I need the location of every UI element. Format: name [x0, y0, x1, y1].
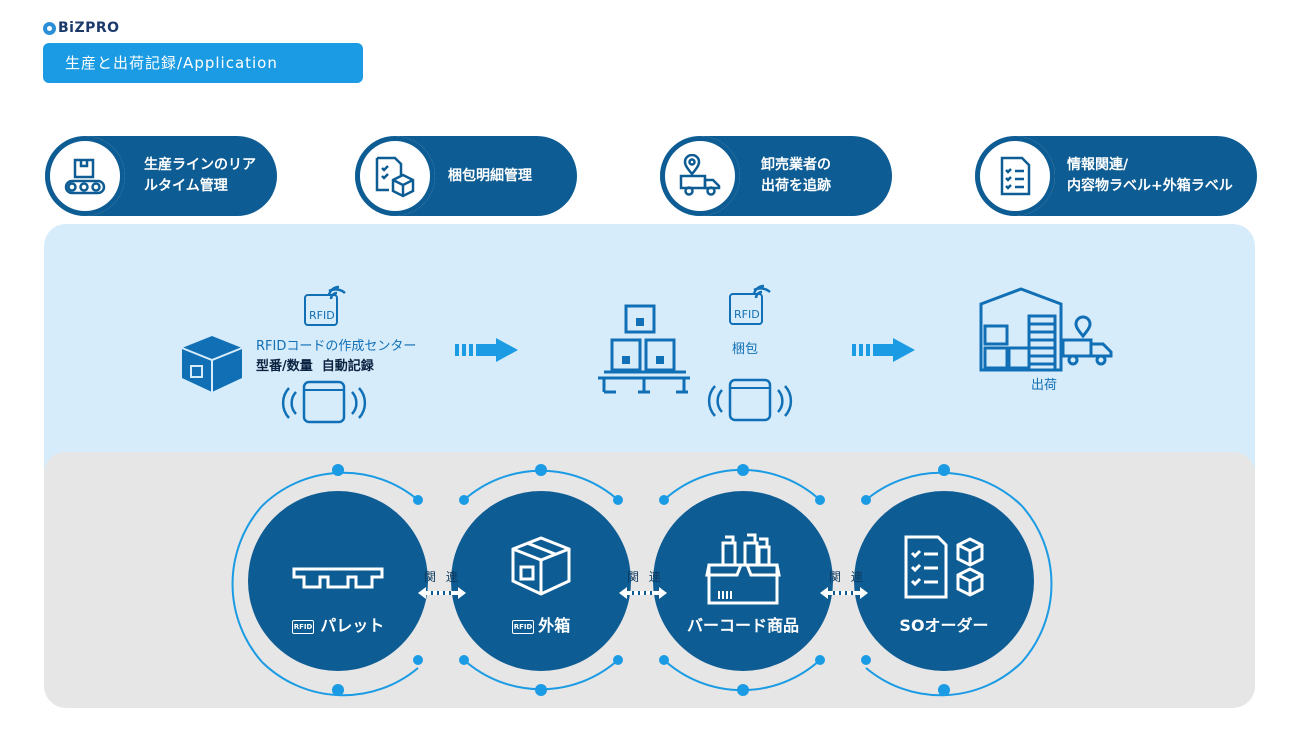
relation-node-so-order: SOオーダー: [854, 491, 1034, 671]
outer-box-icon: [511, 536, 571, 596]
node-label: バーコード商品: [686, 616, 799, 635]
checklist-icon: [1000, 156, 1031, 196]
feature-label-line1: 卸売業者の: [761, 157, 831, 173]
link-label: 関 連: [829, 570, 866, 584]
delivery-truck-icon: [679, 154, 721, 196]
rfid-tag-icon: [729, 284, 771, 325]
relation-node-barcode-goods: バーコード商品: [653, 491, 833, 671]
rfid-small-icon: RFID: [291, 619, 315, 634]
double-arrow-icon: [418, 587, 466, 599]
process-arrow-icon: [455, 338, 518, 362]
link-label: 関 連: [627, 570, 664, 584]
process-arrow-icon: [852, 338, 915, 362]
rfid-reader-icon: [281, 380, 367, 424]
process-step2-title: 梱包: [732, 342, 759, 357]
process-step1-subtitle: 型番/数量 自動記録: [256, 359, 374, 374]
rfid-small-icon: RFID: [511, 619, 535, 634]
logo-mark-icon: [43, 21, 56, 35]
page-title: 生産と出荷記録/Application: [43, 43, 363, 83]
feature-label-line1: 情報関連/: [1067, 157, 1129, 173]
process-step1-title: RFIDコードの作成センター: [256, 339, 417, 354]
pallet-boxes-icon: [598, 304, 690, 394]
order-docs-icon: [904, 535, 984, 599]
link-label: 関 連: [424, 570, 461, 584]
feature-label-line1: 生産ラインのリア: [144, 157, 256, 173]
feature-label-line2: 出荷を追跡: [761, 178, 831, 194]
feature-delivery-tracking: 卸売業者の 出荷を追跡: [660, 136, 892, 216]
production-line-icon: [64, 158, 106, 195]
feature-label-line2: ルタイム管理: [144, 178, 228, 194]
warehouse-shipping-icon: [979, 287, 1113, 372]
feature-label-line2: 内容物ラベル+外箱ラベル: [1067, 178, 1233, 194]
feature-packing-list: 梱包明細管理: [355, 136, 577, 216]
goods-box-icon: [705, 533, 781, 605]
rfid-tag-text: RFID: [734, 308, 760, 321]
feature-production-line: 生産ラインのリア ルタイム管理: [45, 136, 277, 216]
box-icon: [181, 336, 243, 392]
rfid-tag-text: RFID: [309, 309, 335, 322]
double-arrow-icon: [820, 587, 868, 599]
packing-list-icon: [375, 156, 415, 198]
brand-logo: BiZPRO: [43, 20, 120, 36]
pallet-icon: [292, 567, 384, 589]
rfid-reader-icon: [707, 378, 793, 422]
logo-text: BiZPRO: [58, 20, 120, 36]
node-label: パレット: [320, 616, 385, 635]
feature-labels: 情報関連/ 内容物ラベル+外箱ラベル: [975, 136, 1257, 216]
double-arrow-icon: [619, 587, 667, 599]
node-label: 外箱: [538, 616, 571, 635]
process-step3-title: 出荷: [1031, 378, 1058, 393]
feature-label-line1: 梱包明細管理: [448, 167, 532, 184]
relations-band: [44, 452, 1255, 708]
node-label: SOオーダー: [899, 616, 989, 635]
rfid-tag-icon: [304, 285, 346, 326]
relation-node-pallet: RFID パレット: [248, 491, 428, 671]
